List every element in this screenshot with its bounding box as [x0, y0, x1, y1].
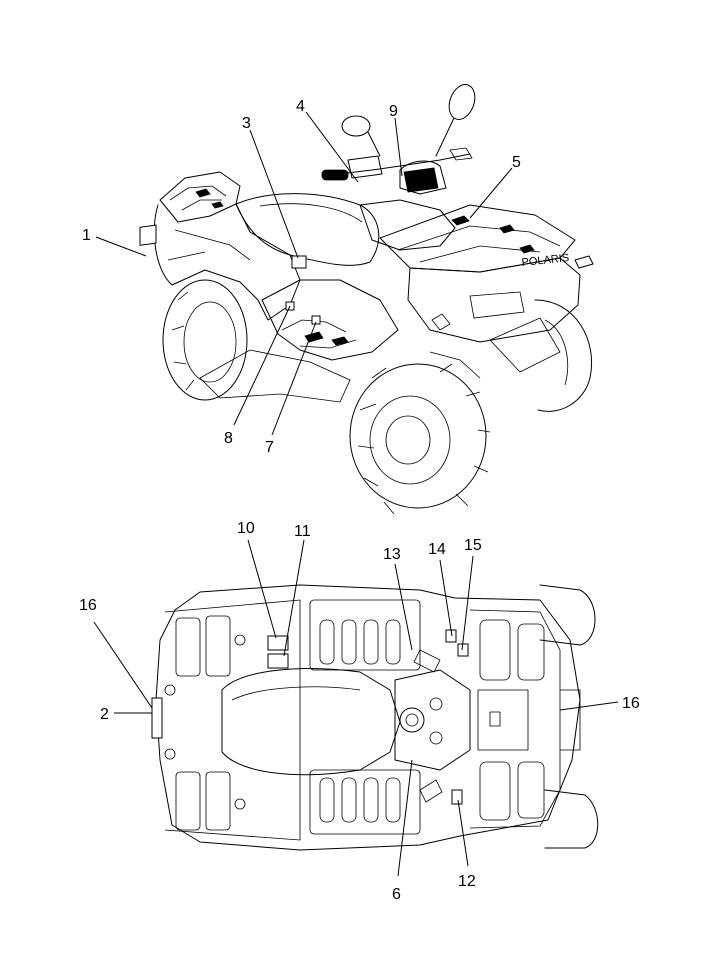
callout-6: 6 [392, 886, 401, 903]
front-left-wheel [349, 363, 491, 515]
callout-7: 7 [265, 439, 274, 456]
body-outline [155, 584, 581, 851]
seat [235, 193, 380, 266]
callout-16-right: 16 [622, 695, 640, 712]
callout-9: 9 [389, 103, 398, 120]
footboard-lower [309, 769, 421, 835]
brand-text: POLARIS [521, 252, 570, 269]
decal-15 [457, 643, 469, 657]
decal-3 [291, 255, 307, 269]
decal-12 [451, 789, 463, 805]
callout-1: 1 [82, 227, 91, 244]
callout-2: 2 [100, 706, 109, 723]
atv-top-view [151, 584, 599, 851]
callout-14: 14 [428, 541, 446, 558]
callout-16-left: 16 [79, 597, 97, 614]
rear-fender [153, 203, 301, 321]
handlebar [321, 153, 471, 177]
decal-10 [267, 635, 289, 651]
callout-3: 3 [242, 115, 251, 132]
front-fascia [407, 257, 581, 343]
seat-top [221, 668, 401, 776]
decal-11 [267, 653, 289, 669]
footboard-upper [309, 599, 421, 671]
decal-1 [139, 224, 157, 246]
rear-left-wheel [162, 279, 248, 401]
callout-11: 11 [294, 523, 311, 540]
callout-5: 5 [512, 154, 521, 171]
front-right-wheel [534, 299, 592, 412]
console [394, 669, 471, 771]
callout-labels: 1 2 3 4 5 6 7 8 9 10 11 12 13 14 15 16 1… [79, 98, 640, 903]
callout-8: 8 [224, 430, 233, 447]
callout-15: 15 [464, 537, 482, 554]
front-tire-upper [539, 584, 596, 646]
callout-10: 10 [237, 520, 255, 537]
callout-13: 13 [383, 546, 401, 563]
callout-4: 4 [296, 98, 305, 115]
leader-lines [93, 111, 619, 877]
callout-12: 12 [458, 873, 476, 890]
left-mirror [341, 115, 381, 157]
decal-7 [311, 315, 321, 325]
right-mirror [435, 84, 476, 157]
rear-rack [159, 171, 241, 223]
front-tire-lower [544, 789, 599, 849]
atv-perspective-view: POLARIS [139, 84, 594, 515]
decal-2 [151, 697, 163, 739]
